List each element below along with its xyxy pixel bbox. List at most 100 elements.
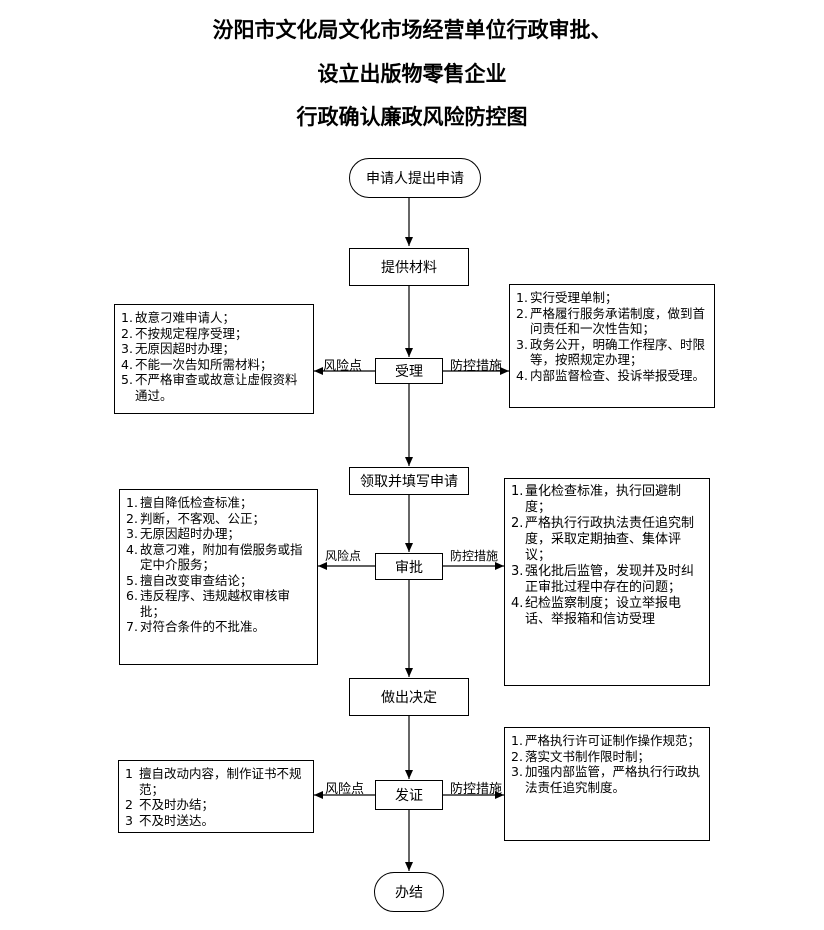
list-item-text: 内部监督检查、投诉举报受理。 bbox=[530, 367, 706, 383]
list-item-number: 3 bbox=[125, 812, 133, 828]
list-item: 1.擅自降低检查标准； bbox=[126, 495, 311, 511]
list-item-number: 1. bbox=[511, 733, 523, 748]
list-item-number: 2. bbox=[126, 510, 138, 526]
list-item-text: 不及时办结； bbox=[139, 797, 215, 812]
list-item-text: 无原因超时办理； bbox=[140, 526, 241, 541]
list-item-number: 4. bbox=[516, 367, 528, 383]
list-item: 4.纪检监察制度；设立举报电话、举报箱和信访受理 bbox=[511, 596, 703, 628]
list-item-text: 故意刁难，附加有偿服务或指定中介服务； bbox=[140, 541, 303, 573]
list-item-text: 强化批后监管，发现并及时纠正审批过程中存在的问题； bbox=[525, 564, 695, 595]
title-line-3: 行政确认廉政风险防控图 bbox=[296, 104, 528, 129]
list-item: 4.不能一次告知所需材料； bbox=[121, 357, 307, 373]
list-item-text: 无原因超时办理； bbox=[135, 341, 236, 356]
list-item-number: 6. bbox=[126, 588, 138, 603]
list-item: 1 擅自改动内容，制作证书不规范； bbox=[125, 766, 307, 797]
list-item-text: 政务公开，明确工作程序、时限等，按照规定办理； bbox=[530, 336, 706, 368]
list-item-text: 不按规定程序受理； bbox=[135, 325, 248, 341]
list-item-number: 3. bbox=[511, 764, 523, 779]
list-item-number: 1. bbox=[126, 495, 138, 510]
list-item-text: 故意刁难申请人； bbox=[135, 310, 236, 325]
list-item-number: 5. bbox=[121, 372, 133, 387]
list-item-text: 量化检查标准，执行回避制度； bbox=[525, 484, 682, 515]
list-item-number: 3. bbox=[511, 564, 524, 579]
list-item-text: 落实文书制作限时制； bbox=[525, 748, 651, 764]
list-item: 7.对符合条件的不批准。 bbox=[126, 619, 311, 635]
node-approve: 审批 bbox=[375, 553, 443, 580]
issue-risk-label: 风险点 bbox=[325, 782, 365, 797]
list-item-text: 加强内部监管，严格执行行政执法责任追究制度。 bbox=[525, 764, 701, 795]
list-item-text: 严格执行许可证制作操作规范； bbox=[525, 733, 701, 748]
node-materials: 提供材料 bbox=[349, 248, 469, 286]
list-item: 3.无原因超时办理； bbox=[126, 526, 311, 542]
accept-control-label: 防控措施 bbox=[450, 359, 503, 374]
list-item-number: 3. bbox=[126, 526, 138, 541]
list-item-number: 2 bbox=[125, 797, 133, 812]
list-item: 1.严格执行许可证制作操作规范； bbox=[511, 733, 703, 749]
list-item-number: 1. bbox=[516, 290, 528, 305]
list-item-text: 严格履行服务承诺制度，做到首问责任和一次性告知； bbox=[530, 305, 706, 337]
list-item-number: 7. bbox=[126, 619, 138, 634]
list-item: 3.加强内部监管，严格执行行政执法责任追究制度。 bbox=[511, 764, 703, 795]
node-done: 办结 bbox=[374, 872, 444, 912]
list-item: 5.擅自改变审查结论； bbox=[126, 573, 311, 589]
issue-risk-box: 1 擅自改动内容，制作证书不规范； 2 不及时办结； 3 不及时送达。 bbox=[118, 760, 314, 833]
list-item: 2.不按规定程序受理； bbox=[121, 326, 307, 342]
accept-risk-label: 风险点 bbox=[323, 359, 363, 374]
title-line-2: 设立出版物零售企业 bbox=[317, 61, 507, 86]
issue-control-box: 1.严格执行许可证制作操作规范；2.落实文书制作限时制；3.加强内部监管，严格执… bbox=[504, 727, 710, 841]
node-accept: 受理 bbox=[375, 358, 443, 384]
list-item: 5.不严格审查或故意让虚假资料通过。 bbox=[121, 372, 307, 403]
list-item: 4.故意刁难，附加有偿服务或指定中介服务； bbox=[126, 542, 311, 573]
list-item-number: 1. bbox=[511, 484, 524, 499]
list-item: 2.判断，不客观、公正； bbox=[126, 511, 311, 527]
list-item: 1.实行受理单制； bbox=[516, 290, 708, 306]
list-item-number: 4. bbox=[126, 541, 138, 557]
list-item: 1.故意刁难申请人； bbox=[121, 310, 307, 326]
approve-risk-label: 风险点 bbox=[325, 549, 362, 563]
list-item: 2 不及时办结； bbox=[125, 797, 307, 813]
list-item-number: 2. bbox=[511, 748, 523, 764]
list-item-text: 实行受理单制； bbox=[530, 290, 618, 305]
node-decide: 做出决定 bbox=[349, 678, 469, 716]
list-item-number: 1. bbox=[121, 310, 133, 325]
list-item: 3.无原因超时办理； bbox=[121, 341, 307, 357]
approve-control-label: 防控措施 bbox=[450, 549, 499, 563]
list-item-text: 判断，不客观、公正； bbox=[140, 510, 266, 526]
list-item-text: 不严格审查或故意让虚假资料通过。 bbox=[135, 372, 298, 403]
list-item-number: 2. bbox=[121, 325, 133, 341]
list-item: 3.政务公开，明确工作程序、时限等，按照规定办理； bbox=[516, 337, 708, 368]
list-item-text: 不及时送达。 bbox=[139, 812, 215, 828]
list-item-text: 擅自改动内容，制作证书不规范； bbox=[139, 766, 302, 797]
accept-control-box: 1.实行受理单制；2.严格履行服务承诺制度，做到首问责任和一次性告知；3.政务公… bbox=[509, 284, 715, 408]
title-line-1: 汾阳市文化局文化市场经营单位行政审批、 bbox=[212, 17, 612, 42]
list-item-number: 2. bbox=[516, 305, 528, 321]
approve-risk-box: 1.擅自降低检查标准；2.判断，不客观、公正；3.无原因超时办理；4.故意刁难，… bbox=[119, 489, 318, 665]
list-item: 2.严格执行行政执法责任追究制度，采取定期抽查、集体评议； bbox=[511, 516, 703, 564]
list-item-text: 违反程序、违规越权审核审批； bbox=[140, 588, 291, 619]
node-issue: 发证 bbox=[375, 780, 443, 810]
issue-control-label: 防控措施 bbox=[450, 782, 503, 797]
list-item: 2.严格履行服务承诺制度，做到首问责任和一次性告知； bbox=[516, 306, 708, 337]
list-item-number: 4. bbox=[511, 596, 524, 611]
list-item-text: 严格执行行政执法责任追究制度，采取定期抽查、集体评议； bbox=[525, 516, 695, 563]
list-item-text: 不能一次告知所需材料； bbox=[135, 356, 273, 372]
list-item: 4.内部监督检查、投诉举报受理。 bbox=[516, 368, 708, 384]
node-apply: 申请人提出申请 bbox=[349, 158, 481, 198]
list-item-number: 3. bbox=[516, 336, 528, 352]
list-item-number: 2. bbox=[511, 516, 524, 531]
list-item: 2.落实文书制作限时制； bbox=[511, 749, 703, 765]
list-item-number: 1 bbox=[125, 766, 133, 781]
list-item-number: 5. bbox=[126, 572, 138, 588]
list-item: 1.量化检查标准，执行回避制度； bbox=[511, 484, 703, 516]
list-item-text: 擅自改变审查结论； bbox=[140, 572, 253, 588]
list-item-text: 纪检监察制度；设立举报电话、举报箱和信访受理 bbox=[525, 596, 682, 627]
list-item: 6.违反程序、违规越权审核审批； bbox=[126, 588, 311, 619]
list-item-number: 3. bbox=[121, 341, 133, 356]
list-item-number: 4. bbox=[121, 356, 133, 372]
accept-risk-box: 1.故意刁难申请人；2.不按规定程序受理；3.无原因超时办理；4.不能一次告知所… bbox=[114, 304, 314, 414]
approve-control-box: 1.量化检查标准，执行回避制度；2.严格执行行政执法责任追究制度，采取定期抽查、… bbox=[504, 478, 710, 686]
node-fill-form: 领取并填写申请 bbox=[349, 467, 469, 495]
list-item-text: 对符合条件的不批准。 bbox=[140, 619, 266, 634]
list-item-text: 擅自降低检查标准； bbox=[140, 495, 253, 510]
